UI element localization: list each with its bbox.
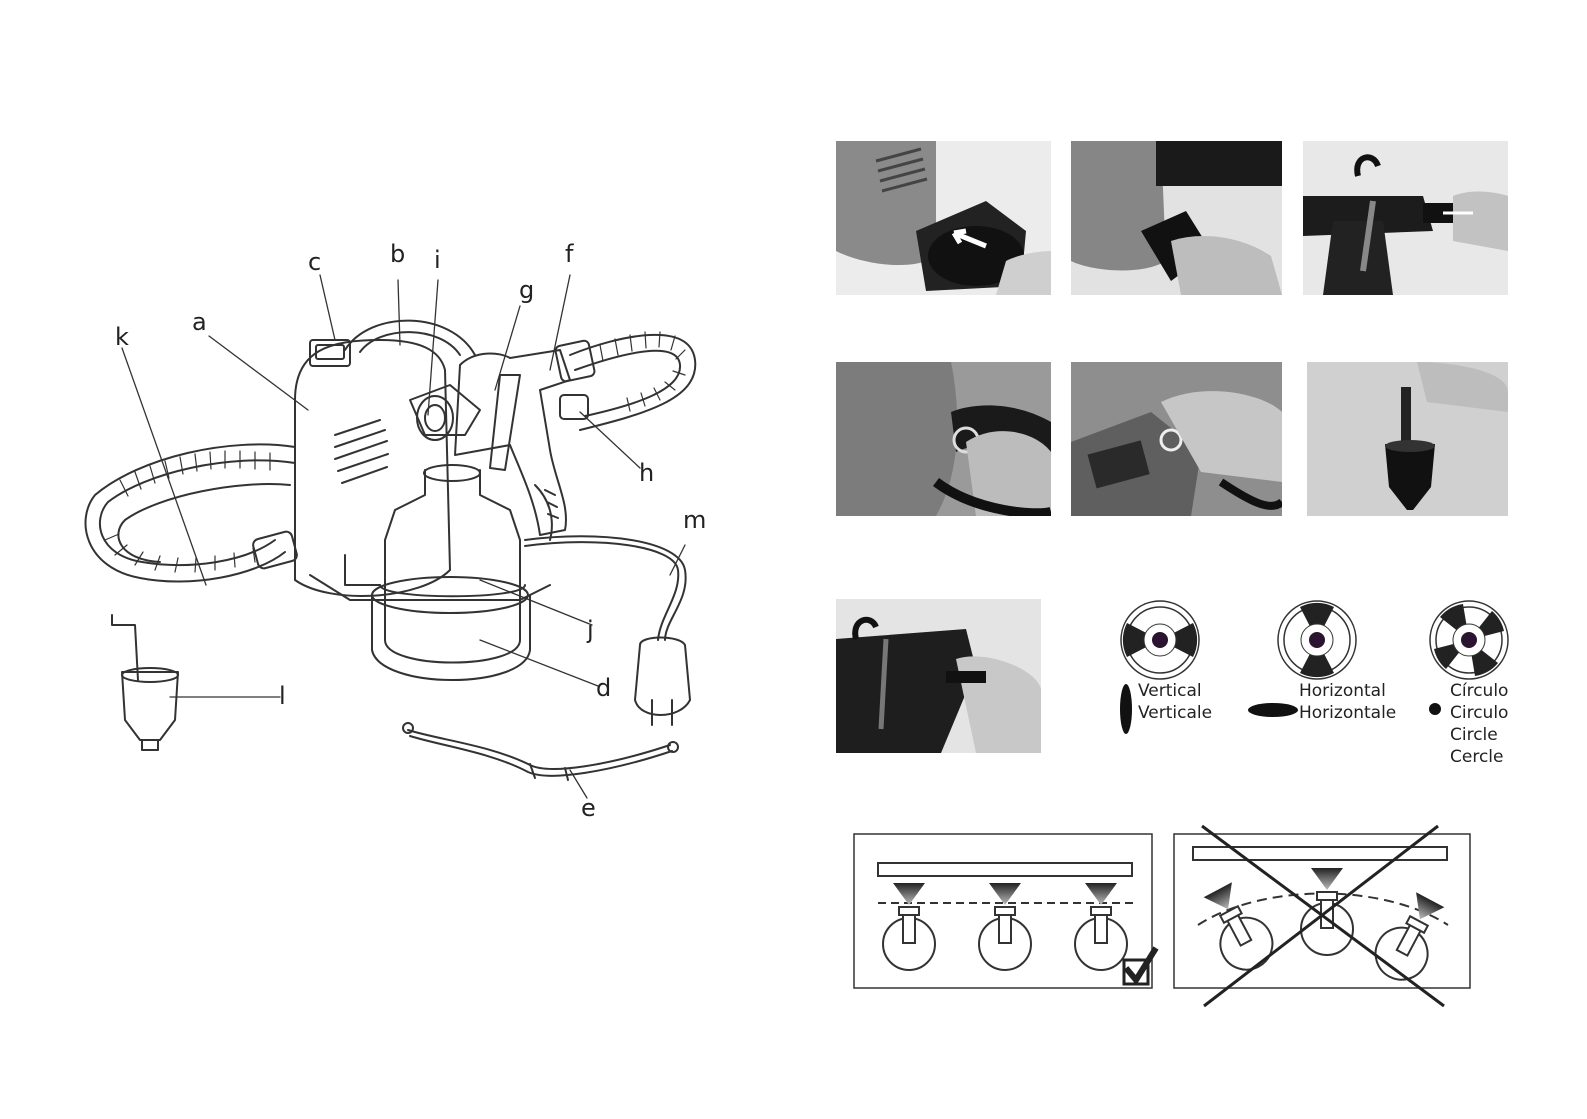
pattern-label-horizontal: Horizontal Horizontale (1299, 680, 1396, 724)
pattern-label-line: Circle (1450, 724, 1508, 746)
pattern-label-line: Verticale (1138, 702, 1212, 724)
cross-out-icon (1198, 822, 1448, 1012)
spray-pattern-circle (1428, 599, 1510, 685)
part-label-b: b (390, 242, 405, 266)
pattern-label-vertical: Vertical Verticale (1138, 680, 1212, 724)
pattern-label-line: Vertical (1138, 680, 1212, 702)
part-label-h: h (639, 461, 654, 485)
step-photo-5 (1071, 362, 1282, 516)
part-label-i: i (434, 248, 441, 272)
step-photo-4 (836, 362, 1051, 516)
step-photo-1 (836, 141, 1051, 295)
pattern-label-line: Cercle (1450, 746, 1508, 768)
vertical-spray-shape-icon (1118, 683, 1134, 735)
step-photo-6 (1307, 362, 1508, 516)
part-label-j: j (587, 618, 594, 642)
horizontal-spray-shape-icon (1247, 702, 1299, 718)
part-label-m: m (683, 508, 706, 532)
spray-pattern-vertical (1119, 599, 1201, 685)
part-label-k: k (115, 325, 129, 349)
pattern-label-line: Horizontale (1299, 702, 1396, 724)
vertical-nozzle-icon (1119, 599, 1201, 681)
pattern-label-line: Círculo (1450, 680, 1508, 702)
parts-diagram (80, 240, 720, 830)
part-label-l: l (279, 684, 286, 708)
checkmark-icon (1120, 944, 1160, 988)
pattern-label-line: Horizontal (1299, 680, 1396, 702)
circle-nozzle-icon (1428, 599, 1510, 681)
part-label-a: a (192, 310, 207, 334)
spray-pattern-horizontal (1276, 599, 1358, 685)
pattern-label-line: Circulo (1450, 702, 1508, 724)
spray-gun-drawing (80, 240, 720, 830)
part-label-e: e (581, 796, 596, 820)
part-label-f: f (565, 242, 573, 266)
part-label-g: g (519, 278, 534, 302)
part-label-c: c (308, 250, 321, 274)
pattern-label-circle: Círculo Circulo Circle Cercle (1450, 680, 1508, 768)
step-photo-2 (1071, 141, 1282, 295)
step-photo-7 (836, 599, 1041, 753)
part-label-d: d (596, 676, 611, 700)
horizontal-nozzle-icon (1276, 599, 1358, 681)
circle-spray-shape-icon (1428, 702, 1442, 716)
step-photo-3 (1303, 141, 1508, 295)
technique-correct-diagram (853, 833, 1155, 991)
